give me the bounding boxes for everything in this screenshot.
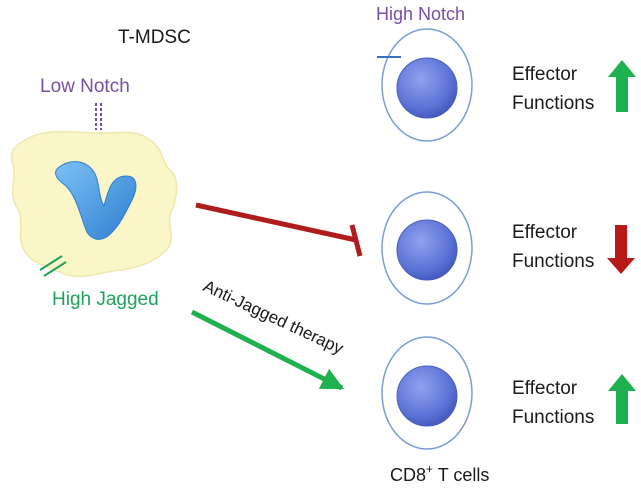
up-arrow-icon [608, 374, 636, 424]
bottom-effector-line1: Effector [512, 378, 578, 399]
middle-effector-line1: Effector [512, 222, 578, 243]
down-arrow-icon [607, 225, 635, 274]
inhibition-line [195, 202, 363, 257]
therapy-arrow [190, 309, 345, 391]
tcell-middle [381, 191, 473, 305]
tcell-bottom [381, 336, 473, 450]
low-notch-label: Low Notch [40, 76, 130, 97]
low-notch-receptor [95, 103, 102, 130]
mdsc-nucleus [55, 161, 137, 240]
high-jagged-ligand [39, 255, 67, 277]
up-arrow-icon [608, 60, 636, 112]
tcells-caption: CD8+ T cells [390, 462, 489, 485]
caption-rest: T cells [433, 465, 489, 485]
top-effector-line2: Functions [512, 93, 594, 114]
tcell-top [377, 28, 473, 142]
top-effector-line1: Effector [512, 64, 578, 85]
mdsc-title: T-MDSC [118, 27, 191, 48]
middle-effector-line2: Functions [512, 251, 594, 272]
high-jagged-label: High Jagged [52, 289, 159, 310]
caption-main: CD8 [390, 465, 426, 485]
caption-superscript: + [426, 462, 433, 476]
bottom-effector-line2: Functions [512, 407, 594, 428]
high-notch-label: High Notch [376, 4, 465, 24]
therapy-label: Anti-Jagged therapy [200, 276, 346, 358]
